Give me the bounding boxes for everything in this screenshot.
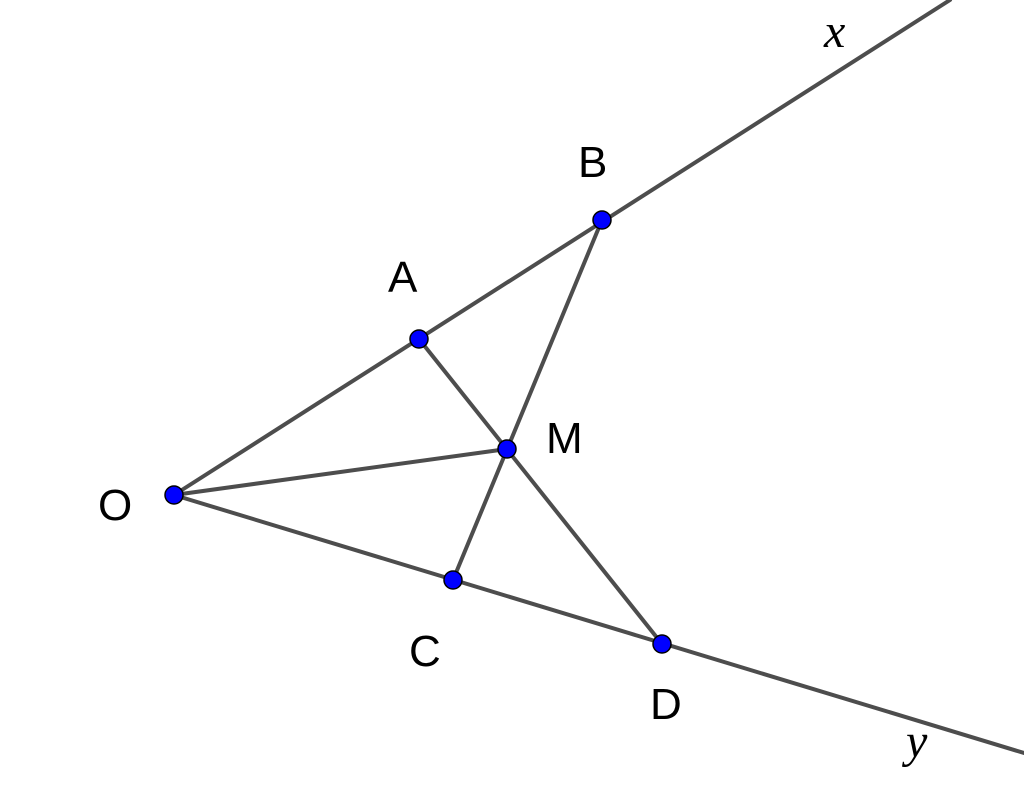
ray-ox bbox=[172, 0, 952, 497]
point-c[interactable] bbox=[443, 570, 463, 590]
point-m[interactable] bbox=[497, 439, 517, 459]
ray-oy bbox=[172, 493, 1024, 755]
label-b: B bbox=[578, 138, 607, 187]
label-ray-y: y bbox=[901, 715, 928, 768]
label-m: M bbox=[546, 414, 583, 463]
label-c: C bbox=[409, 627, 441, 676]
segment-om bbox=[172, 447, 509, 497]
label-ray-x: x bbox=[823, 5, 845, 58]
point-o[interactable] bbox=[164, 485, 184, 505]
label-d: D bbox=[650, 680, 682, 729]
point-d[interactable] bbox=[652, 634, 672, 654]
segment-ad bbox=[417, 337, 664, 646]
label-o: O bbox=[98, 481, 132, 530]
label-a: A bbox=[388, 253, 418, 302]
point-a[interactable] bbox=[409, 329, 429, 349]
segment-bc bbox=[451, 218, 604, 582]
point-b[interactable] bbox=[592, 210, 612, 230]
